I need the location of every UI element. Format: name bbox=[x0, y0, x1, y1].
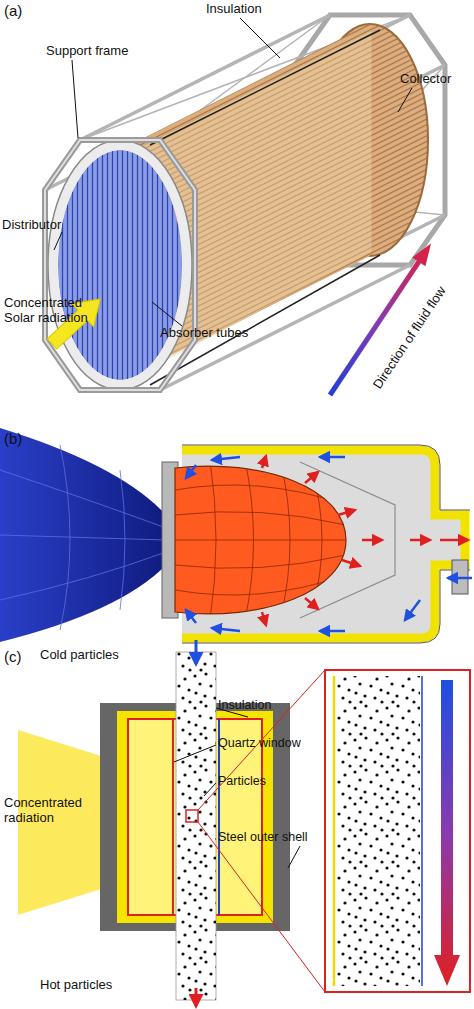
support-frame bbox=[45, 140, 195, 390]
parabolic-concentrator bbox=[0, 428, 166, 642]
absorber-tubes-inner bbox=[58, 150, 182, 380]
zoom-window-line bbox=[333, 676, 336, 986]
part-label: Steel outer shell bbox=[218, 830, 308, 844]
support-frame-inner bbox=[45, 140, 195, 390]
support-frame-rails bbox=[45, 15, 445, 390]
cold-particles-arrow bbox=[195, 640, 198, 664]
zoom-wall-line bbox=[421, 676, 423, 986]
part-label: Distributor bbox=[2, 218, 61, 233]
zoom-line bbox=[198, 822, 325, 992]
insulation-edge bbox=[150, 30, 380, 145]
part-label: Cold particles bbox=[40, 648, 119, 663]
dome-grid bbox=[175, 460, 346, 620]
distributor-ring bbox=[53, 145, 187, 385]
panel-label: (b) bbox=[4, 430, 22, 447]
zoom-box bbox=[325, 670, 470, 992]
part-label: Particles bbox=[218, 774, 266, 788]
concentrator-lines bbox=[0, 445, 166, 630]
tubular-receiver bbox=[41, 15, 445, 399]
quartz-window bbox=[172, 719, 174, 915]
part-label: Insulation bbox=[206, 2, 262, 17]
part-label: Quartz window bbox=[218, 736, 301, 750]
part-label: Concentrated radiation bbox=[4, 796, 96, 826]
volumetric-receiver bbox=[0, 428, 472, 643]
zoom-particles bbox=[336, 676, 420, 986]
part-label: Insulation bbox=[218, 698, 272, 712]
part-label: Concentrated Solar radiation bbox=[4, 296, 104, 326]
panel-label: (a) bbox=[4, 2, 22, 19]
absorber-dome bbox=[175, 466, 346, 614]
part-label: Collector bbox=[400, 72, 451, 87]
zoom-line bbox=[198, 670, 325, 810]
part-label: Support frame bbox=[46, 44, 128, 59]
part-label: Absorber tubes bbox=[160, 326, 248, 341]
hot-particles-arrow bbox=[195, 988, 198, 1006]
leader-lines bbox=[54, 18, 412, 326]
particle-curtain bbox=[176, 652, 216, 1000]
distributor-ring-edge bbox=[48, 140, 192, 390]
heating-arrow bbox=[434, 680, 460, 986]
particle-receiver bbox=[18, 640, 470, 1006]
part-label: Hot particles bbox=[40, 978, 112, 993]
panel-label: (c) bbox=[4, 648, 22, 665]
particle-channel bbox=[176, 652, 216, 1000]
hot-air-arrows bbox=[262, 456, 468, 625]
flow-direction-label: Direction of fluid flow bbox=[371, 284, 450, 392]
cold-air-arrows bbox=[186, 457, 472, 631]
zoom-region bbox=[186, 810, 198, 822]
